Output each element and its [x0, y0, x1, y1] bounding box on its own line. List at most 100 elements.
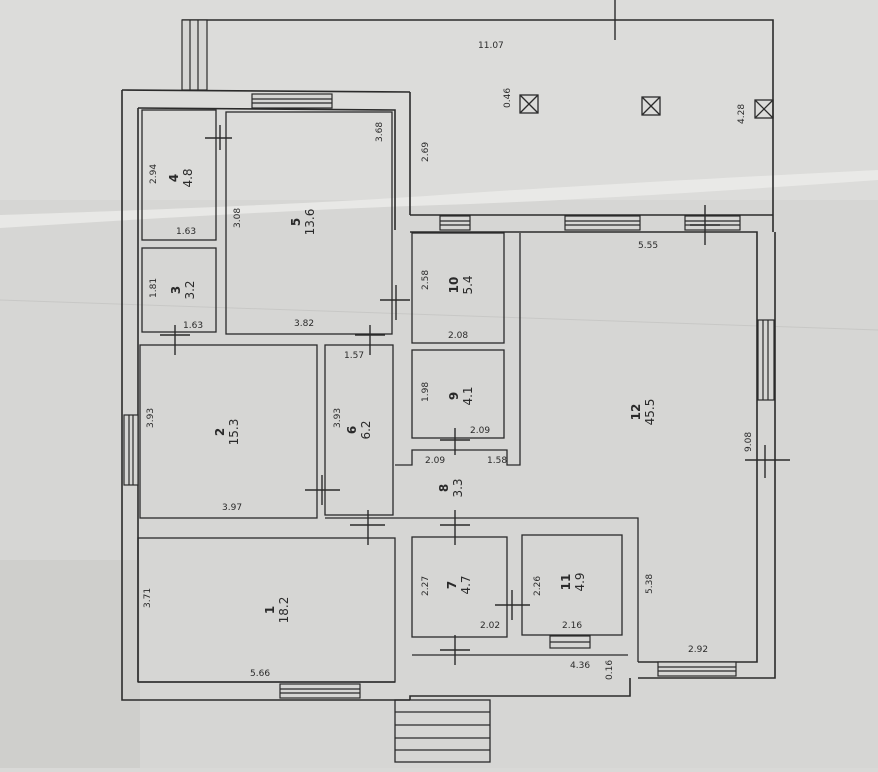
paper-shadow	[0, 560, 140, 768]
room-5-outline	[225, 111, 393, 335]
dim-porch-a: 4.36	[570, 661, 590, 671]
dim-r3-a: 1.81	[149, 278, 159, 298]
room-6-number: 6	[345, 426, 359, 434]
dim-veranda-e: 5.55	[638, 241, 658, 251]
dim-r4-b: 1.63	[176, 227, 196, 237]
room-8-label: 8 3.3	[437, 478, 465, 497]
window-veranda-top	[181, 19, 208, 91]
rooms	[137, 109, 639, 683]
room-3-area: 3.2	[183, 280, 197, 299]
window-right	[757, 319, 775, 401]
window-veranda-3	[684, 215, 741, 231]
room-1-label: 1 18.2	[263, 597, 291, 624]
dim-veranda-b: 11.07	[478, 41, 504, 51]
dim-porch-b: 0.16	[605, 660, 615, 680]
dim-veranda-a: 0.46	[503, 88, 513, 108]
window-left	[123, 414, 139, 486]
paper-upper	[0, 0, 878, 200]
outer-top-wall	[121, 89, 411, 93]
dim-r2-b: 3.97	[222, 503, 242, 513]
room-2-outline	[139, 344, 318, 519]
room-5-area: 13.6	[303, 209, 317, 236]
room-7-number: 7	[445, 581, 459, 589]
dim-r1-b: 5.66	[250, 669, 270, 679]
dim-r9-a: 1.98	[421, 382, 431, 402]
room-11-number: 11	[559, 574, 573, 591]
dim-veranda-d: 2.69	[421, 142, 431, 162]
dim-r10-a: 2.58	[421, 270, 431, 290]
room-1-number: 1	[263, 606, 277, 614]
outer-left-bottom-wall	[121, 90, 410, 701]
room-3-outline	[141, 247, 217, 333]
window-veranda-2	[439, 215, 471, 231]
room-8-area: 3.3	[451, 478, 465, 497]
porch-wall	[409, 678, 631, 700]
dim-r11-a: 2.26	[533, 576, 543, 596]
room-10-number: 10	[447, 277, 461, 294]
room-3-label: 3 3.2	[169, 280, 197, 299]
window-bottom	[279, 683, 361, 699]
dim-r12-b: 5.38	[645, 574, 655, 594]
vent-box-3	[754, 99, 774, 119]
vent-box-2	[641, 96, 661, 116]
dim-r3-b: 1.63	[183, 321, 203, 331]
paper-crease	[0, 299, 878, 331]
room-9-label: 9 4.1	[447, 386, 475, 405]
vent-box-1	[519, 94, 539, 114]
room-6-area: 6.2	[359, 420, 373, 439]
room-3-number: 3	[169, 286, 183, 294]
veranda-wall	[205, 19, 774, 232]
dim-r6-a: 3.93	[333, 408, 343, 428]
paper-fold	[0, 170, 878, 228]
dimension-labels: 3.71 5.66 3.93 3.97 1.81 1.63 2.94 1.63 …	[143, 41, 754, 680]
room-7-area: 4.7	[459, 575, 473, 594]
outer-right-wall	[638, 232, 776, 679]
dim-r7-a: 2.27	[421, 576, 431, 596]
room-6-label: 6 6.2	[345, 420, 373, 439]
dim-r12-a: 9.08	[744, 432, 754, 452]
window-bottom-right	[657, 661, 737, 677]
vent-boxes	[519, 94, 774, 119]
dim-veranda-c: 4.28	[737, 104, 747, 124]
dim-r9-b: 2.09	[470, 426, 490, 436]
window-veranda-1	[564, 215, 641, 231]
dim-r5-a: 3.08	[233, 208, 243, 228]
dim-r6-b: 1.57	[344, 351, 364, 361]
room-2-label: 2 15.3	[213, 419, 241, 446]
room-4-label: 4 4.8	[167, 168, 195, 187]
room-2-number: 2	[213, 428, 227, 436]
room-12-label: 12 45.5	[629, 399, 657, 426]
room-8-outline	[395, 233, 521, 466]
room-10-label: 10 5.4	[447, 275, 475, 294]
window-room11	[549, 635, 591, 649]
doors	[160, 0, 790, 665]
room-1-outline	[137, 537, 396, 683]
room-7-outline	[411, 536, 508, 638]
inner-top	[137, 107, 396, 230]
room-4-outline	[141, 109, 217, 241]
dim-r7-b: 2.02	[480, 621, 500, 631]
window-top	[251, 93, 333, 109]
dim-r11-b: 2.16	[562, 621, 582, 631]
room-5-label: 5 13.6	[289, 209, 317, 236]
dim-r5-b: 3.82	[294, 319, 314, 329]
room-12-area: 45.5	[643, 399, 657, 426]
room-11-area: 4.9	[573, 572, 587, 591]
dim-r8-a: 2.09	[425, 456, 445, 466]
dim-r8-b: 1.58	[487, 456, 507, 466]
room-9-area: 4.1	[461, 386, 475, 405]
room-labels: 1 18.2 2 15.3 3 3.2 4 4.8 5 13.6 6 6.2 7…	[167, 168, 657, 623]
room-8-number: 8	[437, 484, 451, 492]
windows	[123, 19, 775, 699]
dim-r2-a: 3.93	[146, 408, 156, 428]
room-9-outline	[411, 349, 505, 439]
room-4-area: 4.8	[181, 168, 195, 187]
room-10-area: 5.4	[461, 275, 475, 294]
corridor-wall	[325, 517, 639, 662]
dim-r1-a: 3.71	[143, 588, 153, 608]
room-12-number: 12	[629, 404, 643, 421]
walls	[121, 19, 776, 701]
dim-r12-c: 2.92	[688, 645, 708, 655]
